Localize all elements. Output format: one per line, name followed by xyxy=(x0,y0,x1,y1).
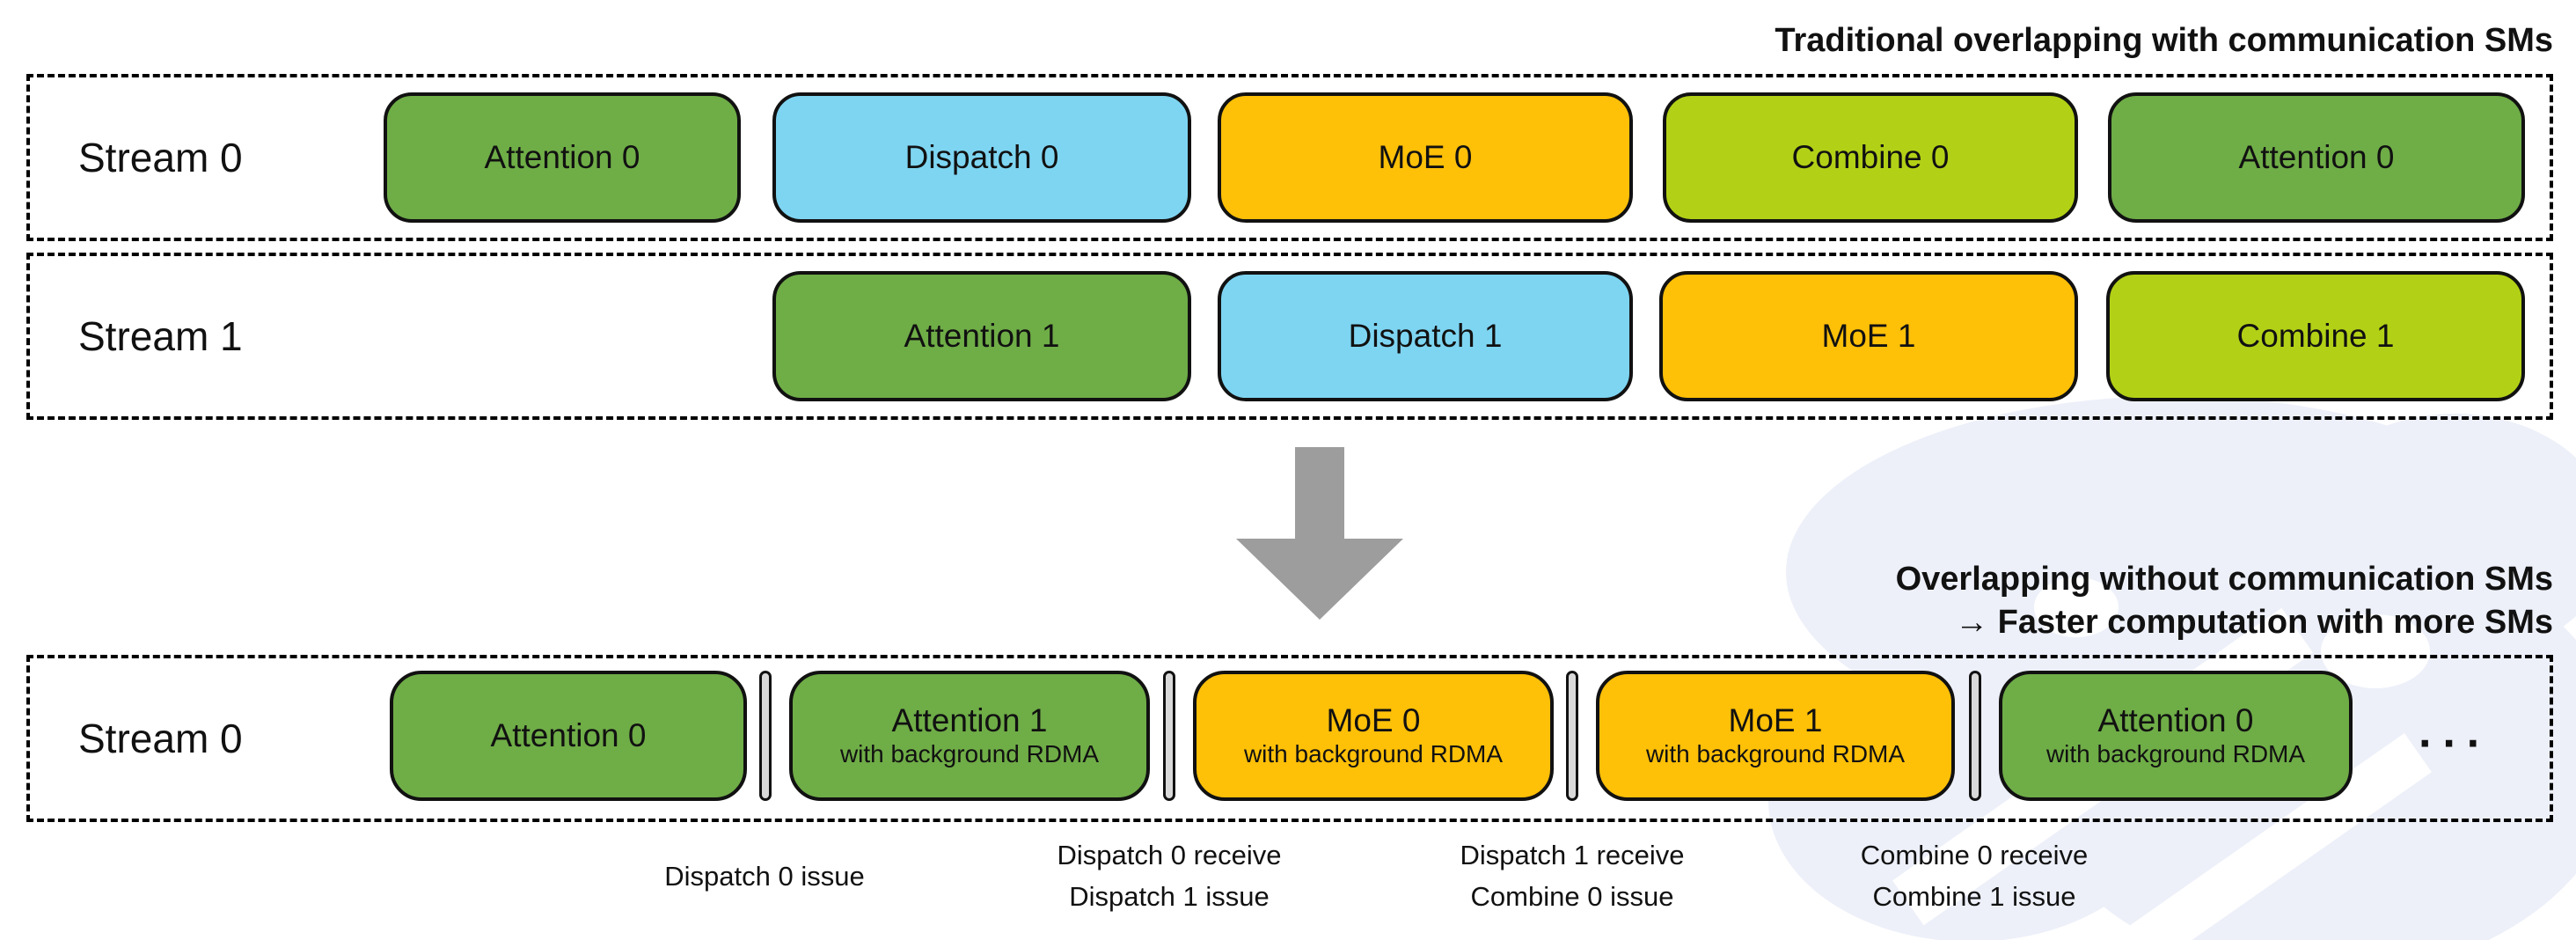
ellipsis-more-tasks: ··· xyxy=(2419,718,2491,769)
lane-optimized-stream0: Stream 0 xyxy=(26,655,2553,822)
section-title-optimized: Overlapping without communication SMs → … xyxy=(1896,558,2553,644)
task-moe-0: MoE 0 xyxy=(1218,92,1633,223)
task-moe-0-rdma: MoE 0 with background RDMA xyxy=(1193,671,1554,801)
task-dispatch-1: Dispatch 1 xyxy=(1218,271,1633,401)
stream-separator-1 xyxy=(759,671,772,801)
lane-traditional-stream1: Stream 1 xyxy=(26,253,2553,420)
stream-separator-3 xyxy=(1566,671,1578,801)
task-attention-0-bottom: Attention 0 xyxy=(390,671,747,801)
annotation-dispatch1-receive: Dispatch 1 receive Combine 0 issue xyxy=(1460,840,1685,912)
task-attention-0-repeat: Attention 0 xyxy=(2108,92,2525,223)
task-attention-0: Attention 0 xyxy=(384,92,741,223)
task-combine-1: Combine 1 xyxy=(2106,271,2525,401)
title-traditional-line: Traditional overlapping with communicati… xyxy=(1775,22,2553,59)
stream0-bottom-label: Stream 0 xyxy=(78,716,243,761)
title-optimized-line1: Overlapping without communication SMs xyxy=(1895,561,2553,598)
annotation-dispatch0-issue: Dispatch 0 issue xyxy=(664,861,865,892)
annotation-combine0-receive: Combine 0 receive Combine 1 issue xyxy=(1860,840,2089,912)
arrow-down-icon xyxy=(1236,447,1403,620)
section-title-traditional: Traditional overlapping with communicati… xyxy=(1775,19,2553,62)
task-moe-1: MoE 1 xyxy=(1659,271,2078,401)
title-optimized-line2: → Faster computation with more SMs xyxy=(1955,604,2553,641)
task-moe-1-rdma: MoE 1 with background RDMA xyxy=(1596,671,1955,801)
task-dispatch-0: Dispatch 0 xyxy=(772,92,1191,223)
stream0-label: Stream 0 xyxy=(78,135,243,180)
stream-separator-2 xyxy=(1163,671,1175,801)
task-attention-1: Attention 1 xyxy=(772,271,1191,401)
annotation-dispatch0-receive: Dispatch 0 receive Dispatch 1 issue xyxy=(1057,840,1282,912)
lane-traditional-stream0: Stream 0 xyxy=(26,74,2553,241)
task-combine-0: Combine 0 xyxy=(1663,92,2078,223)
background-watermark xyxy=(1768,396,2576,940)
task-attention-0-rdma: Attention 0 with background RDMA xyxy=(1999,671,2353,801)
task-attention-1-rdma: Attention 1 with background RDMA xyxy=(789,671,1150,801)
stream1-label: Stream 1 xyxy=(78,313,243,359)
stream-separator-4 xyxy=(1969,671,1981,801)
